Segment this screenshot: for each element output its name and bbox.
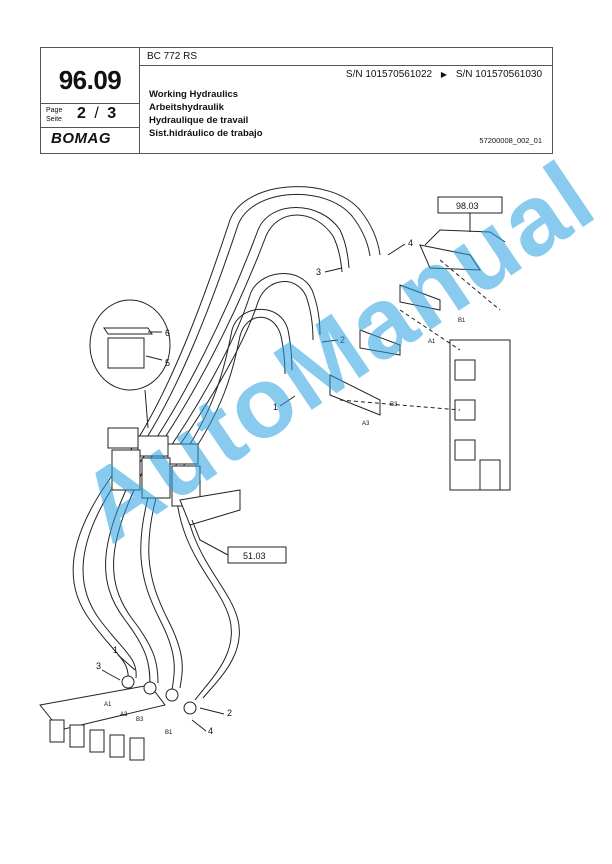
title-es: Sist.hidráulico de trabajo: [149, 128, 263, 139]
callout-bottom-2: 2: [227, 708, 232, 718]
callout-top-4: 4: [408, 238, 413, 248]
divider: [139, 48, 140, 153]
title-block: BC 772 RS S/N 101570561022 ▶ S/N 1015705…: [40, 47, 553, 154]
ref-top-label: 98.03: [456, 201, 479, 211]
page-label-en: Page: [46, 107, 63, 114]
ref-box-bottom: 51.03: [191, 519, 287, 564]
port-top-b1: B1: [458, 318, 466, 324]
page-current: 2: [77, 105, 86, 122]
arrow-right-icon: ▶: [440, 70, 448, 79]
title-fr: Hydraulique de travail: [149, 115, 249, 126]
bomag-logo: BOMAG: [51, 130, 111, 147]
title-de: Arbeitshydraulik: [149, 102, 224, 113]
title-list: Working Hydraulics Arbeitshydraulik Hydr…: [149, 88, 263, 140]
port-top-a1: A1: [428, 339, 436, 345]
model-name: BC 772 RS: [147, 51, 198, 62]
ref-box-top: 98.03: [424, 196, 506, 246]
divider: [139, 65, 552, 66]
page-total: 3: [107, 105, 117, 122]
callout-clamp-6: 6: [165, 328, 170, 338]
title-en: Working Hydraulics: [149, 89, 239, 100]
port-bottom-b3: B3: [136, 717, 144, 723]
callout-bottom-4: 4: [208, 726, 213, 736]
port-bottom-a3: A3: [120, 712, 128, 718]
callout-top-1: 1: [273, 402, 278, 412]
callout-clamp-5: 5: [165, 358, 170, 368]
page-separator: /: [94, 105, 99, 122]
callout-top-2: 2: [340, 335, 345, 345]
serial-from: S/N 101570561022: [345, 69, 433, 80]
callout-top-3: 3: [316, 267, 321, 277]
hydraulic-diagram: 6 5 98.03 51.03 1 2 3 4 B1 A1 B3 A3: [39, 186, 511, 761]
port-top-b3: B3: [390, 402, 398, 408]
ref-bottom-label: 51.03: [243, 551, 266, 561]
callout-bottom-1: 1: [113, 645, 118, 655]
port-bottom-a1: A1: [104, 702, 112, 708]
divider: [41, 127, 139, 128]
serial-range: S/N 101570561022 ▶ S/N 101570561030: [346, 69, 542, 80]
page-label: Page Seite: [46, 106, 62, 124]
page-number: 2 / 3: [77, 105, 116, 123]
page-label-de: Seite: [46, 116, 62, 123]
serial-to: S/N 101570561030: [455, 69, 542, 80]
divider: [41, 103, 139, 104]
port-top-a3: A3: [362, 421, 370, 427]
section-number: 96.09: [58, 65, 122, 95]
document-number: 57200008_002_01: [479, 136, 542, 145]
port-bottom-b1: B1: [165, 730, 173, 736]
callout-bottom-3: 3: [96, 661, 101, 671]
